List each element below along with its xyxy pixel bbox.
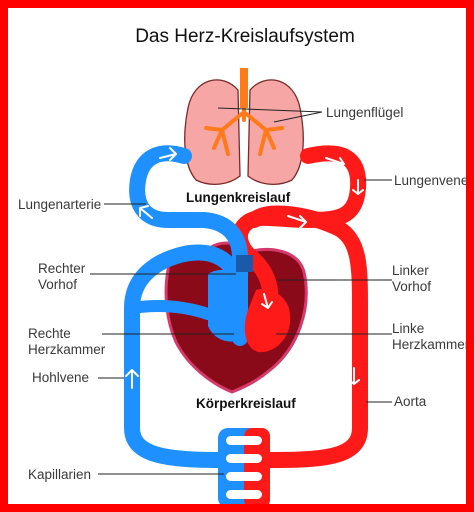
label-rechter-vorhof-line1: Rechter — [38, 261, 86, 276]
region-lungenkreislauf: Lungenkreislauf — [186, 190, 291, 205]
label-rechte-herzkammer-line1: Rechte — [28, 326, 71, 341]
label-linke-herzkammer-line2: Herzkammer — [392, 337, 470, 352]
arrow-aorta — [348, 367, 360, 385]
left-lung — [184, 79, 241, 186]
diagram-title: Das Herz-Kreislaufsystem — [135, 26, 355, 47]
label-linke-herzkammer: Linke Herzkammer — [392, 321, 470, 353]
label-lungenfluegel: Lungenflügel — [326, 105, 404, 120]
arrow-lungenvene-2 — [352, 179, 364, 195]
label-lungenvene: Lungenvene — [394, 173, 469, 188]
arrow-aorta-top — [287, 215, 307, 229]
capillaries — [218, 428, 270, 504]
right-atrium-branch — [126, 300, 214, 320]
label-lungenarterie: Lungenarterie — [18, 197, 102, 212]
arrow-lungenarterie-2 — [139, 205, 153, 219]
label-linker-vorhof: Linker Vorhof — [392, 263, 431, 295]
arrow-lungenvene — [325, 157, 345, 169]
lungs — [184, 68, 304, 186]
flow-arrows — [125, 147, 364, 389]
trachea — [240, 68, 248, 108]
label-rechte-herzkammer-line2: Herzkammer — [28, 342, 106, 357]
label-linker-vorhof-line1: Linker — [392, 263, 429, 278]
label-hohlvene: Hohlvene — [32, 370, 90, 385]
hohlvene-vessel — [124, 244, 238, 468]
label-rechter-vorhof-line2: Vorhof — [38, 277, 78, 292]
arrow-lungenarterie — [159, 147, 177, 161]
label-kapillarien: Kapillarien — [28, 467, 92, 482]
label-linker-vorhof-line2: Vorhof — [392, 279, 432, 294]
arrow-hohlvene — [125, 369, 139, 389]
label-rechte-herzkammer: Rechte Herzkammer — [28, 326, 105, 358]
label-linke-herzkammer-line1: Linke — [392, 321, 425, 336]
arrow-left-heart — [261, 293, 273, 309]
leader-lines — [90, 107, 392, 475]
right-ventricle — [208, 270, 244, 342]
region-koerperkreislauf: Körperkreislauf — [196, 396, 296, 411]
bronchi — [204, 104, 284, 156]
left-ventricle — [244, 289, 291, 353]
valve-marker — [236, 255, 253, 272]
circulation-diagram — [90, 68, 392, 504]
aorta-vessel — [246, 205, 368, 468]
label-aorta: Aorta — [394, 394, 427, 409]
label-rechter-vorhof: Rechter Vorhof — [38, 261, 85, 293]
right-lung — [247, 79, 304, 186]
